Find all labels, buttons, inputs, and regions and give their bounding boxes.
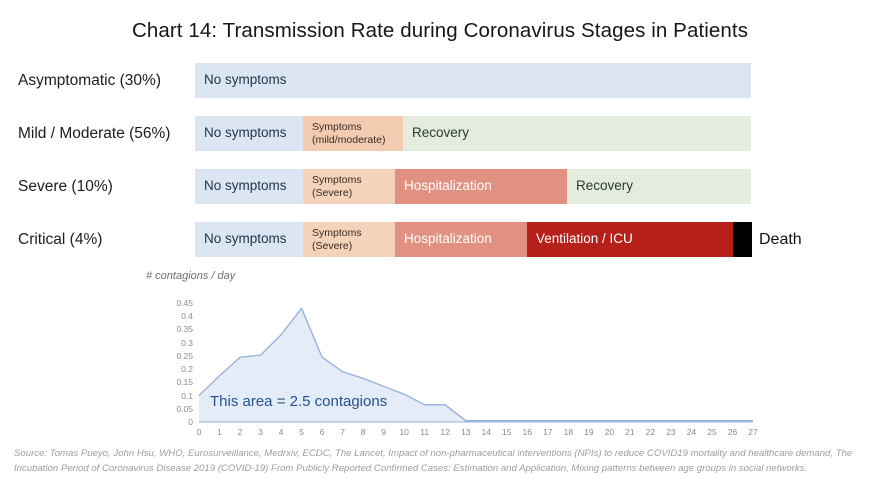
bar-segment-label: Hospitalization [404, 231, 492, 247]
x-tick-label: 14 [481, 427, 491, 437]
bar-segment-label: Recovery [412, 125, 470, 141]
y-tick-label: 0.35 [176, 324, 193, 335]
stage-bar: No symptoms Symptoms (Severe) Hospitalizat… [195, 222, 752, 257]
x-tick-label: 0 [196, 427, 202, 437]
bar-segment-symptoms-mild: Symptoms (mild/moderate) [303, 116, 403, 151]
bar-segment-label: No symptoms [204, 125, 287, 141]
x-tick-label: 19 [584, 427, 594, 437]
bar-segment-no-symptoms: No symptoms [195, 63, 751, 98]
x-tick-label: 2 [237, 427, 243, 437]
source-footnote: Source: Tomas Pueyo, John Hsu, WHO, Euro… [14, 448, 853, 474]
x-tick-label: 13 [461, 427, 471, 437]
area-plot-svg [198, 307, 753, 423]
bar-segment-death [733, 222, 752, 257]
x-tick-label: 11 [420, 427, 430, 437]
x-tick-label: 22 [645, 427, 656, 437]
bar-segment-label: No symptoms [204, 72, 287, 88]
y-tick-label: 0.1 [181, 390, 193, 401]
y-tick-label: 0.45 [176, 298, 193, 308]
stage-row-label: Asymptomatic (30%) [18, 72, 161, 89]
bar-segment-no-symptoms: No symptoms [195, 169, 303, 204]
x-tick-label: 1 [217, 427, 222, 437]
stage-row-label: Critical (4%) [18, 231, 103, 248]
bar-segment-label: No symptoms [204, 231, 287, 247]
bar-segment-recovery: Recovery [567, 169, 751, 204]
stage-bar: No symptoms Symptoms (mild/moderate) Recov… [195, 116, 751, 151]
x-tick-label: 18 [563, 427, 574, 437]
bar-segment-recovery: Recovery [403, 116, 751, 151]
x-tick-label: 26 [727, 427, 738, 437]
y-tick-label: 0.05 [176, 403, 193, 414]
x-tick-label: 21 [625, 427, 635, 437]
x-tick-label: 3 [258, 427, 263, 437]
stage-row: Critical (4%) No symptoms Symptoms (Severe… [0, 222, 880, 275]
y-axis-title: # contagions / day [146, 270, 236, 282]
x-tick-label: 25 [707, 427, 717, 437]
stage-row-label: Mild / Moderate (56%) [18, 125, 171, 142]
bar-segment-hospitalization: Hospitalization [395, 169, 567, 204]
bar-segment-symptoms-severe: Symptoms (Severe) [303, 222, 395, 257]
bar-segment-label: Recovery [576, 178, 634, 194]
bar-segment-no-symptoms: No symptoms [195, 222, 303, 257]
x-tick-label: 20 [604, 427, 615, 437]
y-tick-label: 0 [188, 417, 193, 427]
stage-row: Asymptomatic (30%) No symptoms [0, 63, 880, 116]
x-tick-label: 24 [686, 427, 697, 437]
x-tick-label: 12 [440, 427, 450, 437]
x-tick-label: 7 [340, 427, 345, 437]
bar-segment-label: Ventilation / ICU [536, 231, 633, 247]
x-tick-label: 10 [399, 427, 409, 437]
bar-segment-label: No symptoms [204, 178, 287, 194]
stage-bar: No symptoms [195, 63, 751, 98]
bar-segment-symptoms-severe: Symptoms (Severe) [303, 169, 395, 204]
x-tick-label: 16 [522, 427, 533, 437]
x-tick-label: 8 [360, 427, 366, 437]
x-tick-label: 17 [543, 427, 553, 437]
bar-segment-ventilation-icu: Ventilation / ICU [527, 222, 733, 257]
x-tick-label: 23 [666, 427, 676, 437]
bar-segment-no-symptoms: No symptoms [195, 116, 303, 151]
x-tick-label: 6 [319, 427, 325, 437]
y-tick-label: 0.25 [176, 350, 193, 361]
bar-segment-hospitalization: Hospitalization [395, 222, 527, 257]
bar-segment-label: Symptoms (Severe) [312, 227, 362, 252]
area-fill [199, 308, 753, 422]
page-title: Chart 14: Transmission Rate during Coron… [131, 19, 749, 42]
y-tick-label: 0.3 [181, 337, 193, 348]
y-tick-label: 0.2 [181, 364, 193, 375]
y-tick-label: 0.15 [176, 377, 193, 388]
bar-segment-label: Hospitalization [404, 178, 492, 194]
stage-row-label: Severe (10%) [18, 178, 113, 195]
stage-bar: No symptoms Symptoms (Severe) Hospitalizat… [195, 169, 751, 204]
bar-segment-label: Symptoms (Severe) [312, 174, 362, 199]
x-tick-label: 9 [381, 427, 387, 437]
x-tick-label: 15 [502, 427, 512, 437]
stage-row: Mild / Moderate (56%) No symptoms Symptoms… [0, 116, 880, 169]
y-tick-label: 0.4 [181, 311, 193, 322]
x-tick-label: 4 [278, 427, 284, 437]
bar-segment-label: Symptoms (mild/moderate) [312, 121, 386, 146]
x-tick-label: 27 [748, 427, 758, 437]
stage-row: Severe (10%) No symptoms Symptoms (Severe)… [0, 169, 880, 222]
death-label: Death [759, 231, 802, 248]
x-tick-label: 5 [299, 427, 304, 437]
area-annotation: This area = 2.5 contagions [210, 393, 388, 411]
area-outline [198, 307, 753, 422]
